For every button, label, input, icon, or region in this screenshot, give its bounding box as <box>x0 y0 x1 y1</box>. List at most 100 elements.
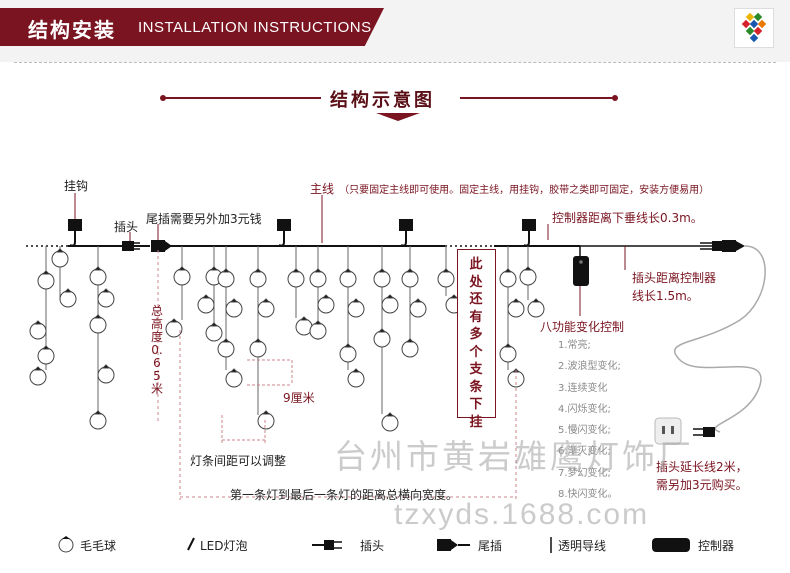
strip-spacing-label: 灯条间距可以调整 <box>190 454 287 468</box>
ball-light <box>225 300 243 318</box>
mode-item: 6.渐灭变化; <box>558 446 611 458</box>
mode-item: 5.慢闪变化; <box>558 425 611 437</box>
ball-light <box>409 300 427 318</box>
ball-cap <box>523 266 533 271</box>
main-line-note: （只要固定主线即可使用。固定主线，用挂钩，胶带之类即可固定，安装方便易用） <box>339 185 710 196</box>
ball-cap <box>93 266 103 271</box>
ball-cap <box>503 268 513 273</box>
ball-light <box>507 300 525 318</box>
ball-light <box>249 340 267 358</box>
ball-light <box>339 270 357 288</box>
ball-cap <box>405 338 415 343</box>
plug-label: 插头 <box>114 220 139 234</box>
ball-cap <box>377 328 387 333</box>
ball-cap <box>221 268 231 273</box>
ball-light <box>97 290 115 308</box>
ball-light <box>29 368 47 386</box>
ball-light <box>401 340 419 358</box>
title-rule-dot-left <box>160 95 166 101</box>
ball-light <box>295 318 313 336</box>
ball-light <box>29 322 47 340</box>
plug-icon <box>112 241 140 251</box>
ball-light <box>309 270 327 288</box>
ball-light <box>37 347 55 365</box>
ball-light <box>165 320 183 338</box>
ball-light <box>347 370 365 388</box>
ball-cap <box>261 298 271 303</box>
title-rule-right <box>460 97 616 99</box>
section-title: 结构示意图 <box>330 90 435 111</box>
ball-light <box>499 270 517 288</box>
ball-light <box>257 300 275 318</box>
extension-cord <box>673 245 766 433</box>
mode-item: 7.梦幻变化; <box>558 467 611 479</box>
legend-ball-label: 毛毛球 <box>80 539 117 553</box>
hook-icon <box>522 219 536 247</box>
legend-wire-label: 透明导线 <box>558 539 607 553</box>
title-banner <box>0 8 384 46</box>
legend-plug-label: 插头 <box>360 539 385 553</box>
main-line-label: 主线 <box>310 182 335 196</box>
ball-light <box>173 268 191 286</box>
extension-note-1: 插头延长线2米， <box>656 460 748 474</box>
ball-cap <box>93 410 103 415</box>
header-title-cn: 结构安装 <box>28 18 116 42</box>
ball-light <box>381 296 399 314</box>
ball-light <box>89 316 107 334</box>
mode-list: 1.常亮; 2.波浪型变化; 3.连续变化 4.闪烁变化; 5.慢闪变化; 6.… <box>558 335 621 505</box>
ball-cap <box>201 294 211 299</box>
ball-light <box>257 412 275 430</box>
ball-cap <box>377 268 387 273</box>
company-watermark: 台州市黄岩雄鹰灯饰厂 <box>334 437 694 476</box>
ball-cap <box>405 268 415 273</box>
ball-cap <box>253 268 263 273</box>
mode-item: 8.快闪变化。 <box>558 489 618 501</box>
ball-light <box>317 296 335 314</box>
ball-light <box>225 370 243 388</box>
ball-cap <box>209 266 219 271</box>
ball-cap <box>385 294 395 299</box>
multi-branch-box: 此处还有多个支条下挂 <box>457 249 496 430</box>
mode-item: 1.常亮; <box>558 340 591 351</box>
ball-light <box>347 300 365 318</box>
ball-cap <box>351 298 361 303</box>
ball-cap <box>343 343 353 348</box>
ball-cap <box>221 338 231 343</box>
hook-label: 挂钩 <box>64 179 89 193</box>
extension-note-2: 需另加3元购买。 <box>656 478 748 492</box>
ball-cap <box>351 368 361 373</box>
mode-item: 3.连续变化 <box>558 382 608 394</box>
ball-cap <box>55 248 65 253</box>
ball-cap <box>209 322 219 327</box>
ball-light <box>499 345 517 363</box>
tail-plug-legend-icon <box>437 539 470 551</box>
plug-distance-note-1: 插头距离控制器 <box>632 271 717 285</box>
title-rule-left <box>163 97 321 99</box>
hook-icon <box>277 219 291 247</box>
ball-light <box>437 270 455 288</box>
header-divider <box>14 62 776 63</box>
ball-cap <box>229 368 239 373</box>
ball-light <box>205 324 223 342</box>
ball-cap <box>503 343 513 348</box>
total-width-label: 第一条灯到最后一条灯的距离总横向宽度。 <box>230 488 459 502</box>
ball-legend-icon <box>58 536 74 553</box>
legend-tail-label: 尾插 <box>478 539 503 553</box>
hook-icon <box>399 219 413 247</box>
brand-logo <box>734 8 774 48</box>
ball-cap <box>299 316 309 321</box>
ball-light <box>401 270 419 288</box>
ball-cap <box>101 364 111 369</box>
socket-plug-icon <box>722 240 745 252</box>
extension-plug-icon <box>693 427 715 437</box>
ball-cap <box>313 320 323 325</box>
main-line-callout: 主线 （只要固定主线即可使用。固定主线，用挂钩，胶带之类即可固定，安装方便易用） <box>310 178 709 197</box>
header-bar: 结构安装 INSTALLATION INSTRUCTIONS <box>0 0 790 62</box>
ball-light <box>527 300 545 318</box>
power-plug-icon <box>700 241 722 251</box>
ball-cap <box>413 298 423 303</box>
ball-cap <box>229 298 239 303</box>
ball-light <box>217 340 235 358</box>
controller-box <box>573 256 589 286</box>
